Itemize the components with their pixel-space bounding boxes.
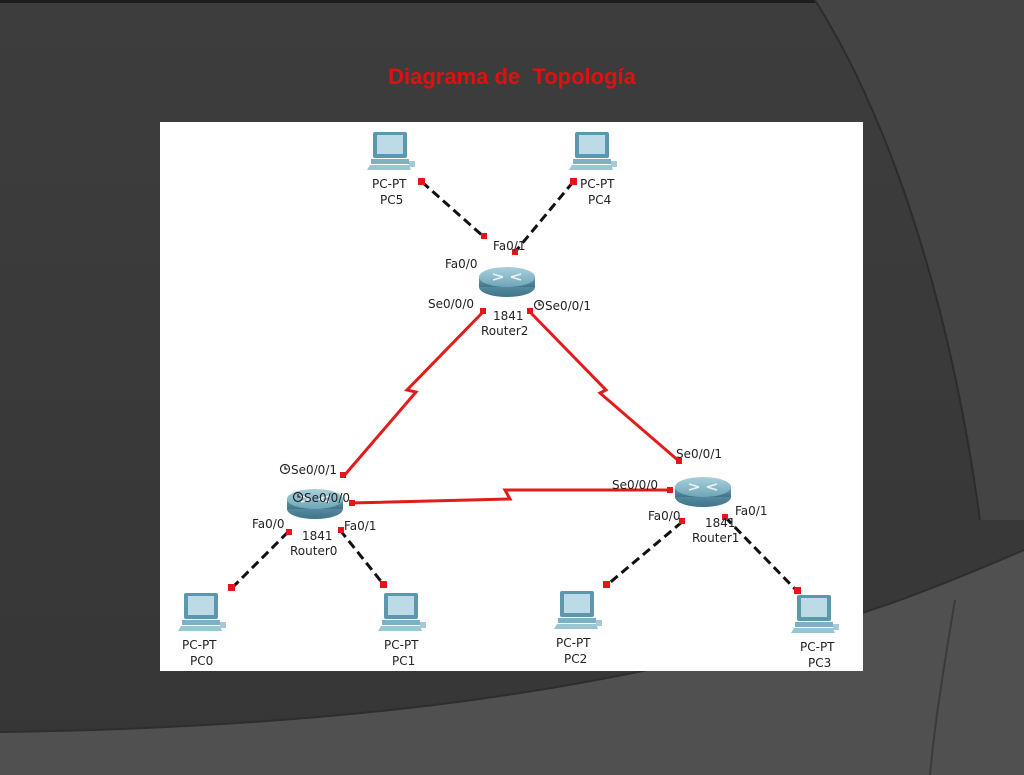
link-router1-pc2[interactable] — [606, 520, 683, 587]
link-router2-router1[interactable] — [528, 310, 681, 464]
pc5-type: PC-PT — [372, 177, 407, 191]
label-r0-se000: Se0/0/0 — [304, 491, 350, 505]
pc2-name: PC2 — [564, 652, 587, 666]
router0[interactable]: 1841 Router0 — [286, 488, 344, 558]
link-router2-pc4[interactable] — [513, 181, 575, 253]
pc1-type: PC-PT — [384, 638, 419, 652]
clock-icons — [279, 299, 545, 503]
clock-icon — [533, 299, 545, 311]
label-r0-fa01: Fa0/1 — [344, 519, 376, 533]
link-router2-pc5[interactable] — [421, 180, 485, 239]
pc2[interactable]: PC-PT PC2 — [554, 591, 602, 666]
label-r1-fa00: Fa0/0 — [648, 509, 680, 523]
pc1-name: PC1 — [392, 654, 415, 668]
router1-model: 1841 — [705, 516, 736, 530]
label-r1-se001: Se0/0/1 — [676, 447, 722, 461]
clock-icon — [292, 491, 304, 503]
topology-diagram: PC-PT PC5 PC-PT PC4 PC-PT PC0 PC-PT PC1 … — [178, 132, 839, 670]
router-icon — [674, 476, 732, 508]
pc1[interactable]: PC-PT PC1 — [378, 593, 426, 668]
pc-icon — [178, 593, 226, 631]
pc2-type: PC-PT — [556, 636, 591, 650]
label-r2-fa01: Fa0/1 — [493, 239, 525, 253]
background-swoosh-right — [815, 0, 1024, 520]
slide-title: Diagrama de Topología — [388, 64, 636, 89]
label-r1-fa01: Fa0/1 — [735, 504, 767, 518]
pc-icon — [378, 593, 426, 631]
link-router2-router0[interactable] — [341, 310, 485, 478]
topology-canvas: PC-PT PC5 PC-PT PC4 PC-PT PC0 PC-PT PC1 … — [160, 122, 863, 671]
interface-labels: Fa0/1 Fa0/0 Se0/0/0 Se0/0/1 Se0/0/1 Se0/… — [252, 239, 767, 533]
port-markers — [228, 178, 801, 594]
pc5[interactable]: PC-PT PC5 — [367, 132, 415, 207]
router2-name: Router2 — [481, 324, 528, 338]
ethernet-links — [230, 180, 799, 593]
pc4[interactable]: PC-PT PC4 — [569, 132, 617, 207]
pc3[interactable]: PC-PT PC3 — [791, 595, 839, 670]
pc4-type: PC-PT — [580, 177, 615, 191]
router1-name: Router1 — [692, 531, 739, 545]
label-r1-se000: Se0/0/0 — [612, 478, 658, 492]
label-r2-se001: Se0/0/1 — [545, 299, 591, 313]
router1[interactable]: 1841 Router1 — [674, 476, 739, 545]
link-router0-pc1[interactable] — [338, 529, 386, 586]
pc0-type: PC-PT — [182, 638, 217, 652]
router0-model: 1841 — [302, 529, 333, 543]
link-router1-pc3[interactable] — [723, 515, 799, 593]
background-swoosh-bottom — [0, 550, 1024, 775]
pc-icon — [791, 595, 839, 633]
pc5-name: PC5 — [380, 193, 403, 207]
router0-name: Router0 — [290, 544, 337, 558]
serial-links — [341, 310, 681, 505]
pc-icon — [554, 591, 602, 629]
pc3-name: PC3 — [808, 656, 831, 670]
pc-icon — [569, 132, 617, 170]
pc0-name: PC0 — [190, 654, 213, 668]
link-router0-pc0[interactable] — [230, 530, 290, 590]
label-r0-se001: Se0/0/1 — [291, 463, 337, 477]
pc3-type: PC-PT — [800, 640, 835, 654]
pc0[interactable]: PC-PT PC0 — [178, 593, 226, 668]
clock-icon — [279, 463, 291, 475]
label-r0-fa00: Fa0/0 — [252, 517, 284, 531]
pc-icon — [367, 132, 415, 170]
router2-model: 1841 — [493, 309, 524, 323]
router2[interactable]: 1841 Router2 — [478, 266, 536, 338]
label-r2-fa00: Fa0/0 — [445, 257, 477, 271]
router-icon — [478, 266, 536, 298]
pc4-name: PC4 — [588, 193, 611, 207]
label-r2-se000: Se0/0/0 — [428, 297, 474, 311]
link-router0-router1[interactable] — [349, 488, 670, 505]
